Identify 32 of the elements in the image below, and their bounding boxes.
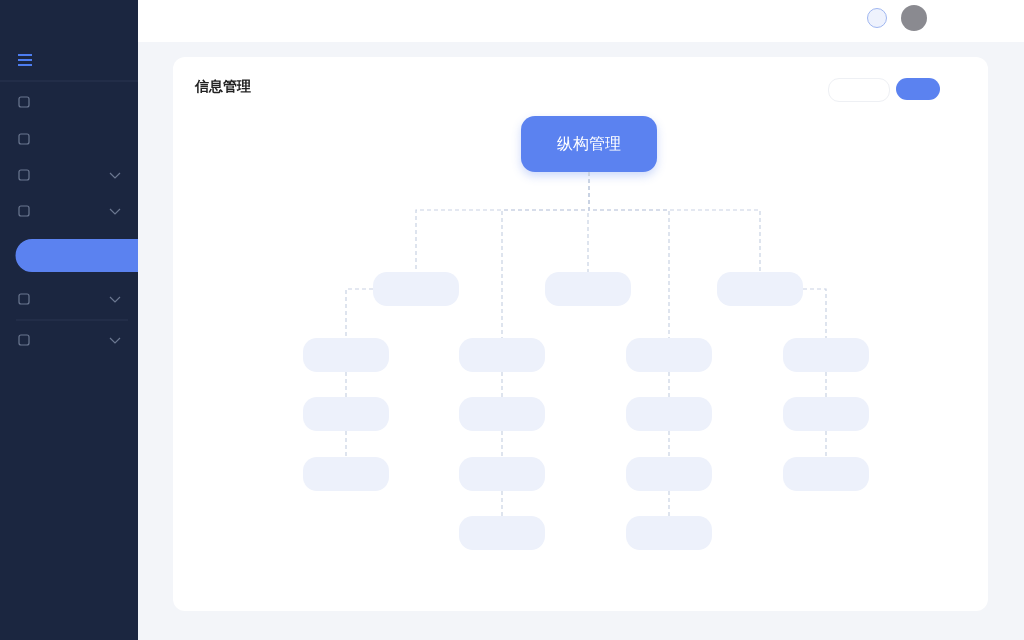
connector-line	[588, 171, 761, 273]
org-chart-node	[783, 397, 869, 431]
connector-line	[501, 430, 503, 458]
org-chart-node	[626, 516, 712, 550]
org-chart-node	[783, 338, 869, 372]
connector-line	[668, 430, 670, 458]
org-chart-node	[303, 457, 389, 491]
connector-line	[345, 288, 374, 339]
org-chart-node	[717, 272, 803, 306]
connector-line	[501, 371, 503, 398]
connector-line	[668, 371, 670, 398]
org-chart-node	[626, 397, 712, 431]
org-chart-node	[459, 397, 545, 431]
org-chart-node	[783, 457, 869, 491]
org-chart-node	[459, 457, 545, 491]
org-chart-node	[626, 338, 712, 372]
connector-line	[802, 288, 827, 339]
org-chart-node	[303, 338, 389, 372]
connector-line	[345, 371, 347, 398]
connector-line	[825, 371, 827, 398]
connector-line	[501, 490, 503, 517]
page-title: 信息管理	[195, 78, 251, 96]
org-chart-node	[545, 272, 631, 306]
org-chart-node	[303, 397, 389, 431]
org-chart-node	[626, 457, 712, 491]
root-node: 纵构管理	[521, 116, 657, 172]
org-chart-node	[459, 516, 545, 550]
connector-line	[345, 430, 347, 458]
org-chart-node	[373, 272, 459, 306]
connector-line	[668, 490, 670, 517]
connector-line	[825, 430, 827, 458]
org-chart-node	[459, 338, 545, 372]
